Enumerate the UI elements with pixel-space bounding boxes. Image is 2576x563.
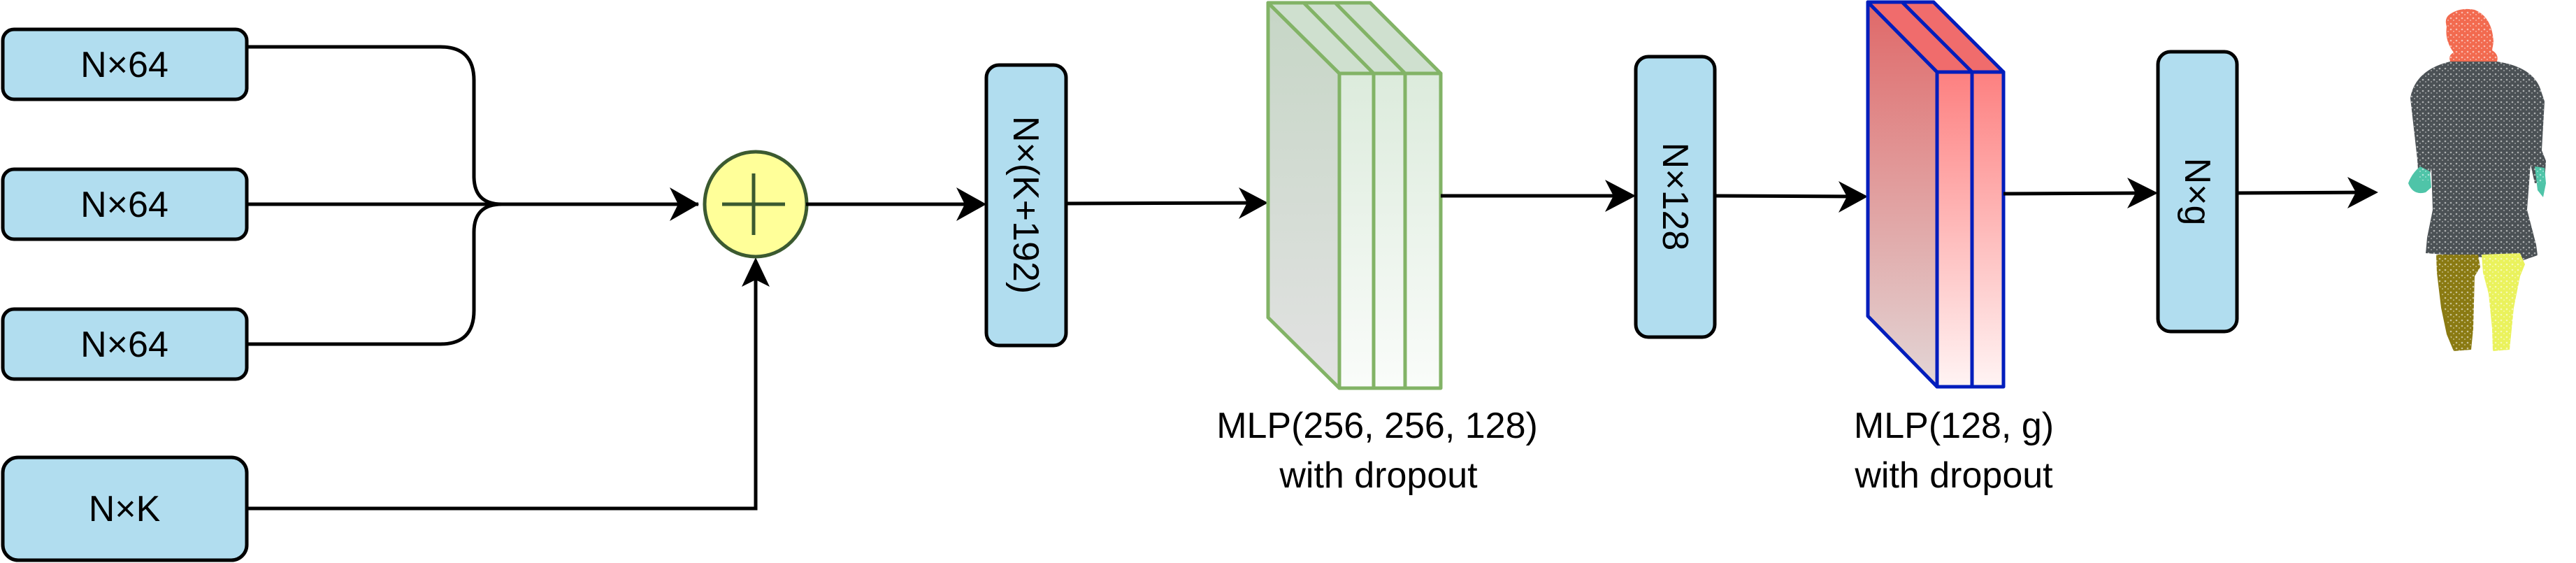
mlp2-caption-line2: with dropout — [1854, 455, 2053, 496]
arrowhead-up-to-merge — [742, 257, 770, 287]
concat-box-label: N×(K+192) — [1005, 116, 1046, 294]
arrowhead — [2347, 177, 2378, 208]
mlp1-caption-line2: with dropout — [1279, 455, 1478, 496]
concat-node — [703, 150, 809, 259]
mid-box-label: N×128 — [1655, 143, 1695, 251]
input-box-2: N×64 — [1, 167, 249, 241]
mlp2-caption-line1: MLP(128, g) — [1854, 406, 2054, 446]
input-box-3: N×64 — [1, 307, 249, 381]
mlp1-block — [1266, 1, 1443, 390]
input-box-3-label: N×64 — [80, 325, 168, 365]
input-box-4-label: N×K — [89, 489, 161, 529]
arrowhead — [1605, 180, 1636, 212]
output-box: N×g — [2156, 50, 2239, 334]
arrow-output-to-result — [2236, 190, 2372, 195]
arrowhead — [956, 187, 986, 221]
mid-box: N×128 — [1634, 55, 1717, 339]
concat-box: N×(K+192) — [984, 63, 1068, 348]
arrowhead-to-merge — [670, 187, 699, 221]
input-box-1-label: N×64 — [80, 45, 168, 85]
input-box-4: N×K — [1, 455, 249, 562]
mlp1-caption-line1: MLP(256, 256, 128) — [1216, 406, 1538, 446]
plus-icon — [722, 173, 785, 235]
connector-bottom — [247, 202, 503, 346]
arrowhead — [1839, 181, 1868, 213]
arrow-mid-to-mlp2 — [1714, 194, 1862, 199]
input-box-1: N×64 — [1, 27, 249, 101]
merge-connectors — [247, 45, 758, 511]
connector-nk — [247, 271, 758, 511]
mlp2-block — [1866, 0, 2006, 389]
segmented-point-cloud-figure — [2408, 8, 2546, 351]
input-box-2-label: N×64 — [80, 185, 168, 225]
arrow-mlp2-to-output — [2003, 191, 2152, 196]
arrowhead — [2127, 178, 2158, 208]
arrow-concat-to-mlp1 — [1065, 201, 1262, 206]
arrowhead — [1239, 187, 1268, 219]
connector-top — [247, 45, 503, 206]
output-box-label: N×g — [2177, 158, 2217, 226]
